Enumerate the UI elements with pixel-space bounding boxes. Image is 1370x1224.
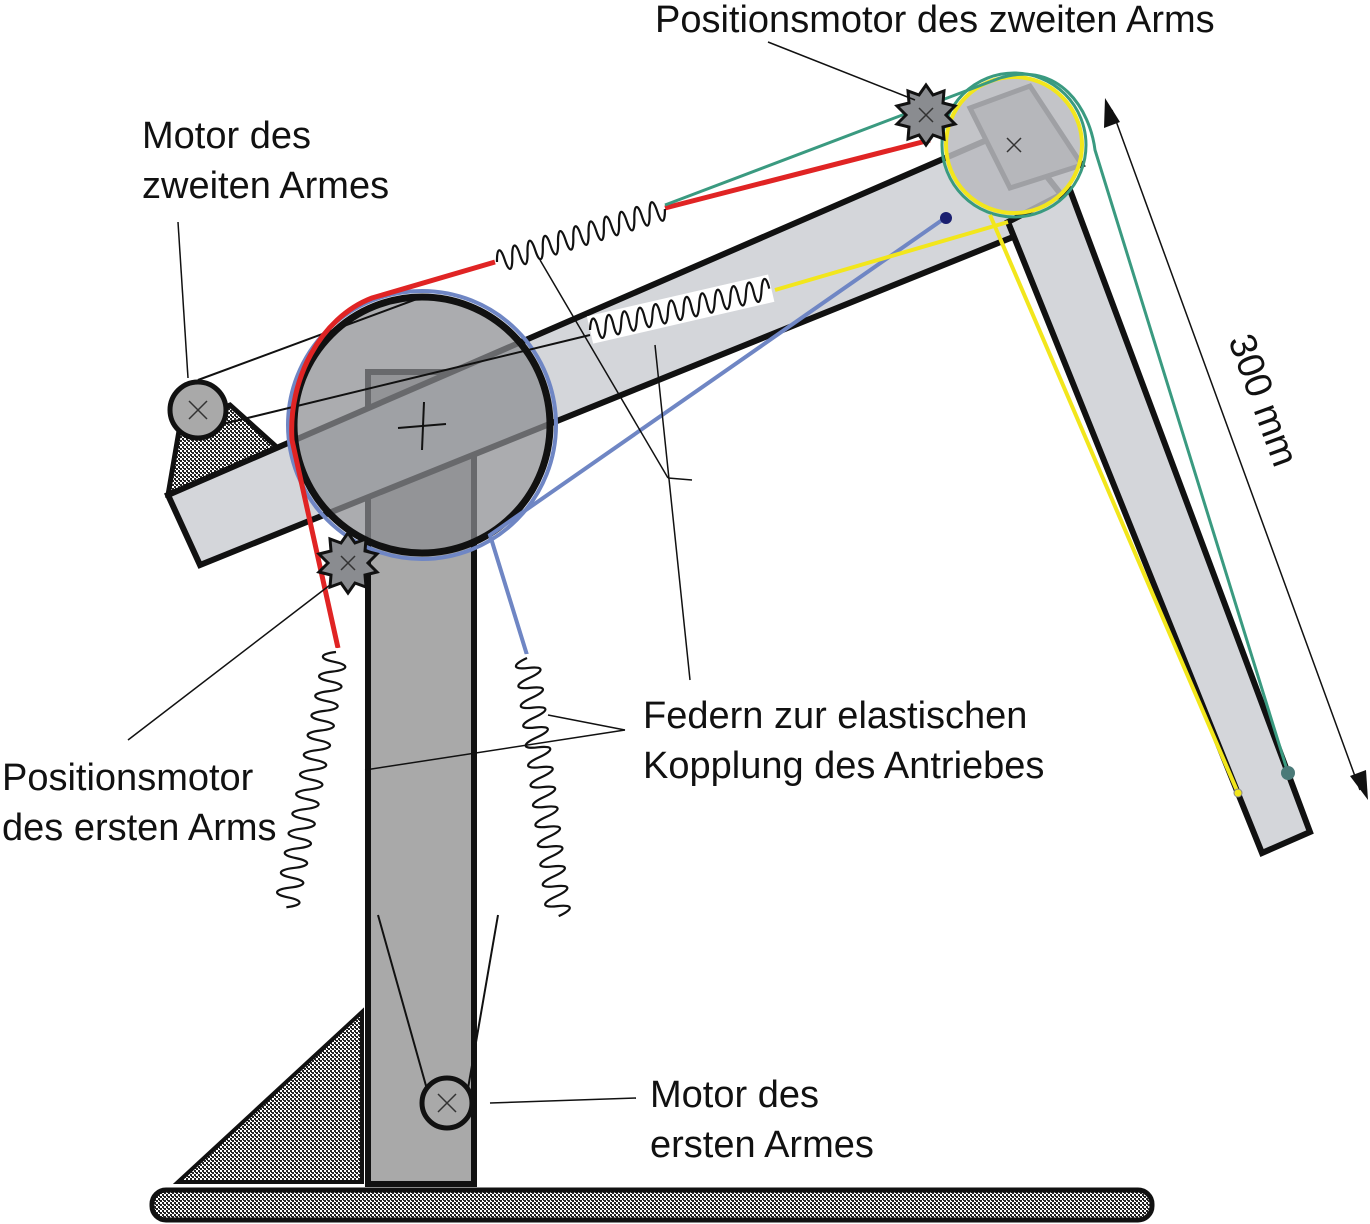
first-arm-motor	[377, 914, 499, 1131]
cable-blue	[487, 216, 947, 656]
cable-green	[664, 72, 1290, 774]
label-springs-line1: Federn zur elastischen	[643, 695, 1027, 737]
label-motor-arm1-line1: Motor des	[650, 1074, 819, 1116]
label-springs-line2: Kopplung des Antriebes	[643, 745, 1044, 787]
elbow-joint	[940, 71, 1088, 219]
position-motor-arm2-gear	[894, 82, 958, 148]
base-plate	[149, 1187, 1155, 1223]
cable-anchor-yellow	[1233, 788, 1243, 798]
second-arm-motor	[167, 295, 591, 441]
cable-red	[289, 137, 931, 649]
position-motor-arm1-gear	[316, 530, 380, 596]
cable-anchor-blue	[940, 212, 952, 224]
leader-lines	[127, 41, 916, 1104]
label-motor-arm2-line1: Motor des	[142, 115, 311, 157]
forearm	[1004, 185, 1314, 857]
label-pos-motor-arm1-line1: Positionsmotor	[2, 757, 254, 799]
label-pos-motor-arm1-line2: des ersten Arms	[2, 807, 277, 849]
spring-upper-red	[492, 195, 670, 276]
dimension-label: 300 mm	[1220, 329, 1306, 472]
spring-lower-red	[268, 645, 353, 921]
spring-lower-blue	[510, 652, 575, 920]
spring-upper-yellow	[586, 274, 775, 344]
dimension-arrow	[1104, 98, 1368, 800]
label-motor-arm1-line2: ersten Armes	[650, 1124, 874, 1166]
cable-yellow	[774, 214, 1240, 794]
cable-anchor-green	[1281, 766, 1295, 780]
label-motor-arm2-line2: zweiten Armes	[142, 165, 389, 207]
support-triangle	[172, 1007, 364, 1184]
label-pos-motor-arm2: Positionsmotor des zweiten Arms	[655, 0, 1215, 41]
